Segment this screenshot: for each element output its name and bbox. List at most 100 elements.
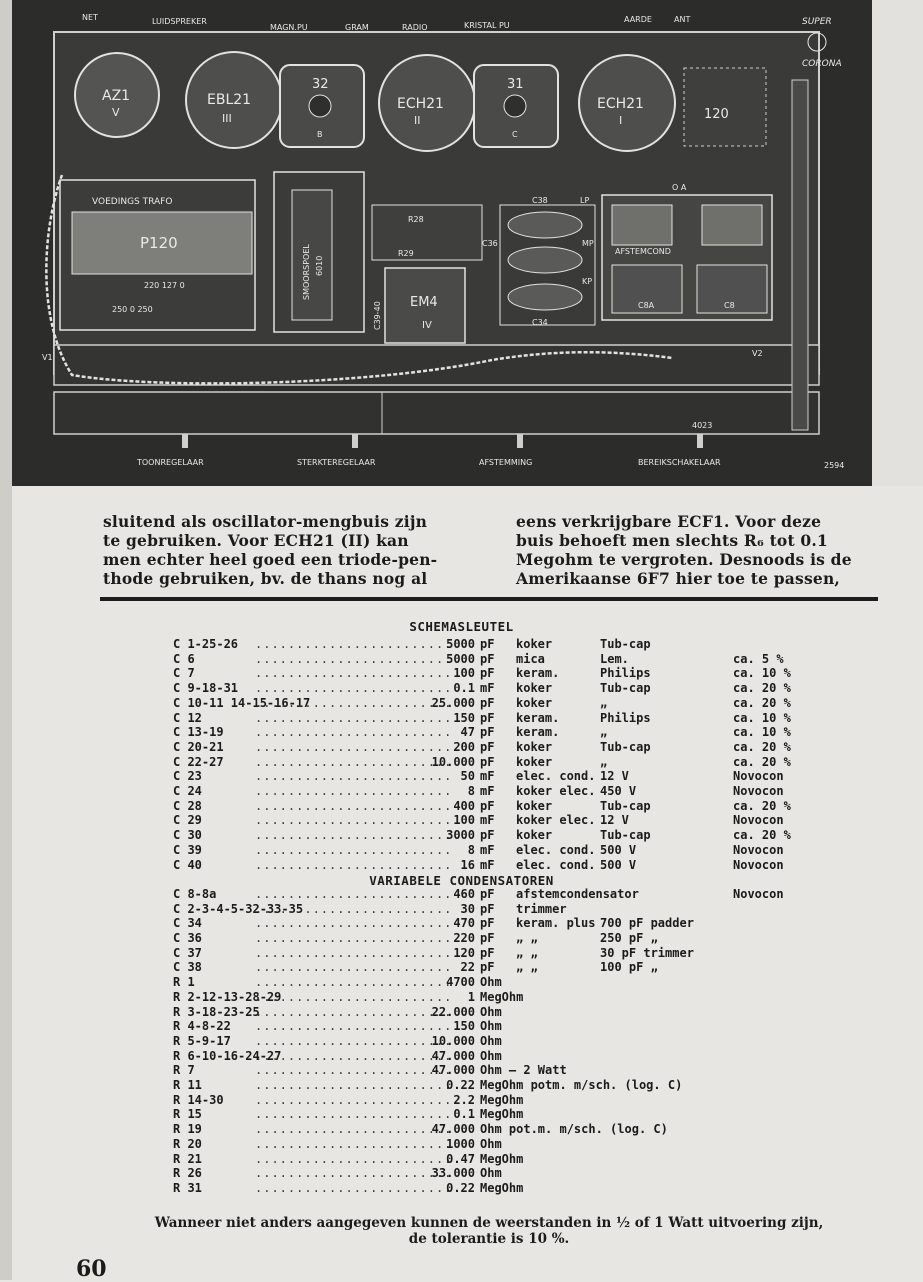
component-unit: MegOhm: [480, 989, 524, 1004]
component-type: koker: [516, 739, 553, 754]
intro-line: Megohm te vergroten. Desnoods is de: [516, 550, 852, 569]
component-value: 2.2: [453, 1092, 475, 1107]
footnote-line1: Wanneer niet anders aangegeven kunnen de…: [154, 1215, 824, 1231]
component-value: 4700: [446, 975, 475, 990]
component-unit: mF: [480, 842, 495, 857]
component-extra: 500 V: [600, 842, 637, 857]
svg-text:EM4: EM4: [410, 295, 438, 310]
svg-text:III: III: [222, 112, 232, 125]
component-name: R 20: [173, 1136, 202, 1151]
component-name: C 10-11 14-15-16-17: [173, 695, 311, 710]
page-number: 60: [76, 1256, 107, 1282]
svg-text:VOEDINGS TRAFO: VOEDINGS TRAFO: [92, 197, 172, 207]
component-value: 0.47: [446, 1151, 475, 1166]
leader-dots: ........................: [255, 1063, 453, 1078]
component-unit: Ohm: [480, 1033, 502, 1048]
component-unit: pF: [480, 798, 495, 813]
component-unit: Ohm pot.m. m/sch. (log. C): [480, 1122, 668, 1137]
figure-number: 2594: [824, 461, 844, 470]
leader-dots: ........................: [255, 945, 453, 960]
tuning-capacitor: AFSTEMCOND C8A C8 O A: [601, 183, 773, 321]
schema-key-title: SCHEMASLEUTEL: [409, 619, 514, 634]
tube-ebl21: EBL21 III: [185, 51, 283, 149]
component-extra: 700 pF padder: [600, 916, 694, 931]
component-unit: MegOhm: [480, 1180, 524, 1195]
label-aarde: AARDE: [624, 15, 652, 24]
component-value: 47.000: [431, 1063, 475, 1078]
component-name: C 7: [173, 666, 195, 681]
component-name: R 6-10-16-24-27: [173, 1048, 282, 1063]
component-tolerance: ca. 10 %: [733, 710, 791, 725]
component-type: koker: [516, 681, 553, 696]
component-unit: pF: [480, 651, 495, 666]
component-extra: 500 V: [600, 857, 637, 872]
leader-dots: ........................: [255, 813, 453, 828]
component-value: 100: [453, 813, 475, 828]
component-name: R 7: [173, 1063, 195, 1078]
component-name: C 2-3-4-5-32-33-35: [173, 901, 304, 916]
leader-dots: ........................: [255, 828, 453, 843]
component-type: keram.: [516, 725, 560, 740]
intro-line: sluitend als oscillator-mengbuis zijn: [103, 512, 428, 531]
component-type: koker: [516, 798, 553, 813]
component-type: koker: [516, 695, 553, 710]
leader-dots: ........................: [255, 975, 453, 990]
component-unit: MegOhm: [480, 1092, 524, 1107]
component-type: koker: [516, 828, 553, 843]
component-type: mica: [516, 651, 545, 666]
leader-dots: ........................: [255, 1107, 453, 1122]
label-gram: GRAM: [345, 23, 369, 32]
leader-dots: ........................: [255, 754, 453, 769]
label-v1: V1: [42, 353, 53, 362]
chassis-diagram: NET LUIDSPREKER MAGN.PU GRAM RADIO KRIST…: [42, 13, 844, 470]
leader-dots: ........................: [255, 1180, 453, 1195]
svg-text:ECH21: ECH21: [597, 96, 644, 112]
leader-dots: ........................: [255, 651, 453, 666]
leader-dots: ........................: [255, 769, 453, 784]
leader-dots: ........................: [255, 681, 453, 696]
svg-text:MP: MP: [582, 239, 594, 248]
component-value: 470: [453, 916, 475, 931]
component-value: 47: [460, 725, 475, 740]
logo-super: SUPER: [802, 17, 832, 27]
label-4023: 4023: [692, 421, 712, 430]
component-extra: 30 pF trimmer: [600, 945, 694, 960]
label-sterkteregelaar: STERKTEREGELAAR: [297, 458, 376, 467]
label-toonregelaar: TOONREGELAAR: [136, 458, 204, 467]
component-name: R 3-18-23-25: [173, 1004, 260, 1019]
component-extra: Philips: [600, 710, 651, 725]
top-labels: NET LUIDSPREKER MAGN.PU GRAM RADIO KRIST…: [82, 13, 690, 32]
component-extra: 100 pF „: [600, 960, 658, 975]
svg-text:AFSTEMCOND: AFSTEMCOND: [615, 247, 671, 256]
component-name: R 4-8-22: [173, 1019, 231, 1034]
component-name: C 37: [173, 945, 202, 960]
component-type: „ „: [516, 931, 538, 945]
component-name: C 8-8a: [173, 886, 217, 901]
component-extra: Tub-cap: [600, 828, 651, 843]
intro-line: thode gebruiken, bv. de thans nog al: [103, 569, 428, 588]
leader-dots: ........................: [255, 931, 453, 945]
component-type: koker: [516, 637, 553, 651]
svg-text:I: I: [619, 114, 622, 127]
component-type: koker elec.: [516, 784, 596, 798]
component-tolerance: ca. 20 %: [733, 739, 791, 754]
component-name: R 11: [173, 1078, 202, 1092]
component-unit: pF: [480, 695, 495, 710]
component-value: 100: [453, 666, 475, 681]
component-name: C 36: [173, 931, 202, 945]
component-name: R 15: [173, 1107, 202, 1122]
component-extra: „: [600, 695, 608, 710]
component-unit: Ohm: [480, 975, 502, 990]
variable-capacitors-title: VARIABELE CONDENSATOREN: [369, 873, 554, 889]
component-name: C 12: [173, 710, 202, 725]
leader-dots: ........................: [255, 886, 453, 901]
label-afstemming: AFSTEMMING: [479, 458, 532, 467]
component-name: C 30: [173, 828, 202, 843]
component-value: 1000: [446, 1136, 475, 1151]
leader-dots: ........................: [255, 1166, 453, 1181]
leader-dots: ........................: [255, 1078, 453, 1092]
component-extra: Tub-cap: [600, 739, 651, 754]
component-tolerance: ca. 5 %: [733, 651, 784, 666]
component-type: keram.: [516, 666, 560, 681]
leader-dots: ........................: [255, 1033, 453, 1048]
